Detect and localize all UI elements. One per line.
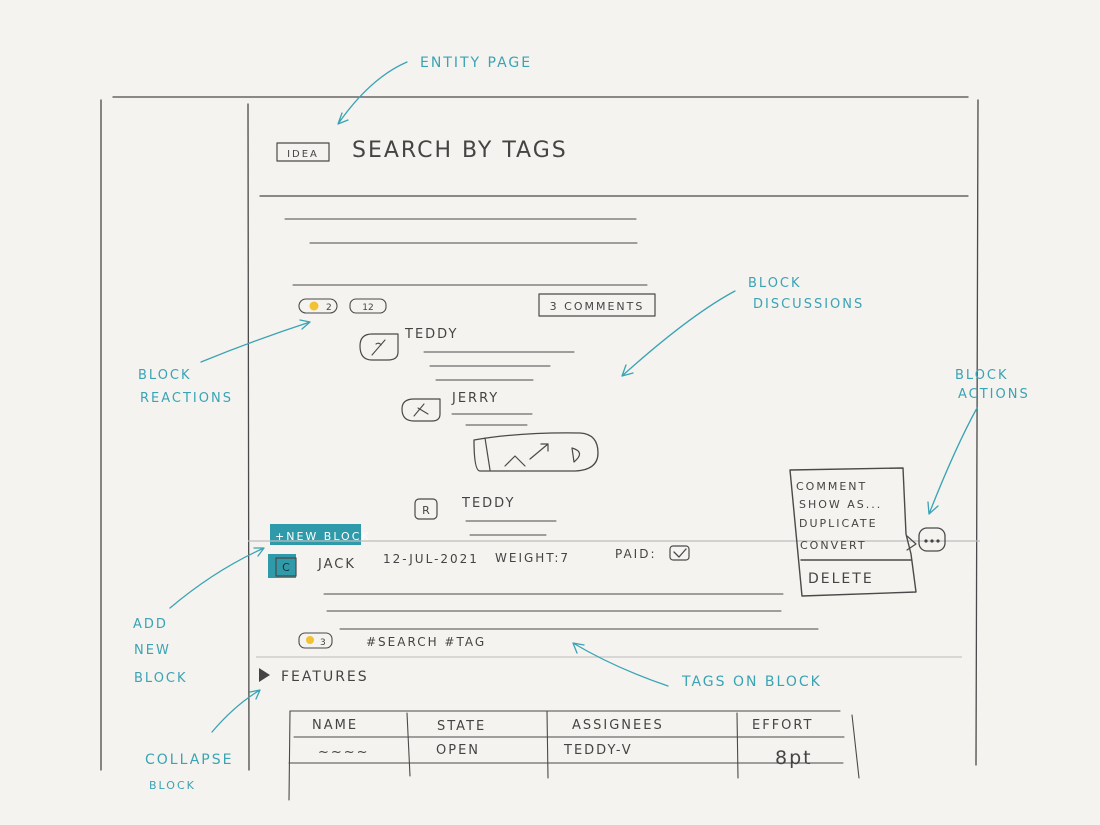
paid-checkbox[interactable]	[669, 545, 690, 561]
block-actions-trigger[interactable]	[918, 527, 946, 552]
block-weight: WEIGHT:7	[495, 551, 570, 565]
arrow-icon	[169, 547, 265, 609]
check-icon	[673, 548, 687, 558]
block-meta: C JACK 12-JUL-2021 WEIGHT:7 PAID:	[268, 545, 819, 630]
menu-item-show-as[interactable]: SHOW AS...	[799, 498, 882, 511]
avatar	[359, 333, 399, 361]
column-header-assignees[interactable]: ASSIGNEES	[572, 718, 664, 733]
column-header-effort[interactable]: EFFORT	[752, 718, 813, 733]
avatar	[401, 398, 441, 422]
menu-item-duplicate[interactable]: DUPLICATE	[799, 517, 878, 530]
user-icon	[413, 403, 429, 417]
annotation-tags-on-block: TAGS ON BLOCK	[681, 674, 822, 690]
cell-assignees: TEDDY-V	[563, 743, 633, 758]
features-block: FEATURES NAME STATE ASSIGNEES EFFORT ~~~…	[259, 668, 860, 801]
features-title: FEATURES	[281, 669, 369, 685]
arrow-icon	[200, 319, 311, 363]
avatar	[414, 498, 438, 520]
more-dots-icon	[924, 539, 928, 543]
comment-author-3: TEDDY	[461, 496, 515, 511]
comments-label: 3 COMMENTS	[550, 300, 645, 313]
table-row[interactable]: ~~~~ OPEN TEDDY-V 8pt	[318, 743, 813, 769]
new-block-button[interactable]: +NEW BLOCK	[270, 524, 371, 545]
comment-2: JERRY	[401, 391, 533, 426]
reaction-chip-thumbs[interactable]: 2	[298, 298, 338, 314]
annotation-block-reactions-1: BLOCK	[138, 368, 192, 383]
thumbs-up-icon	[309, 301, 319, 311]
thumbs-up-icon	[306, 636, 314, 644]
arrow-icon	[572, 642, 669, 687]
annotation-collapse-block-2: BLOCK	[149, 779, 196, 792]
column-header-name[interactable]: NAME	[312, 718, 358, 733]
annotation-add-new-block-1: ADD	[133, 617, 168, 632]
cell-effort: 8pt	[775, 747, 813, 769]
comment-author-1: TEDDY	[404, 327, 458, 342]
comment-image-attachment[interactable]	[473, 432, 599, 472]
comment-author-2: JERRY	[451, 391, 499, 406]
idea-badge: IDEA	[287, 149, 319, 160]
annotation-block-reactions-2: REACTIONS	[140, 391, 233, 406]
menu-item-convert[interactable]: CONVERT	[800, 539, 867, 552]
block-reactions: 2 12 3 COMMENTS	[298, 293, 656, 317]
user-icon	[371, 339, 386, 356]
reaction-count-1: 2	[326, 303, 332, 313]
menu-item-comment[interactable]: COMMENT	[796, 480, 867, 493]
arrow-icon	[337, 61, 408, 125]
reaction-chip-second[interactable]: 12	[349, 298, 387, 314]
block-tags[interactable]: #SEARCH #TAG	[366, 635, 486, 649]
arrow-icon	[621, 290, 736, 377]
block-reaction-count: 3	[320, 638, 326, 648]
features-table: NAME STATE ASSIGNEES EFFORT ~~~~ OPEN TE…	[288, 710, 860, 801]
avatar-initial: R	[422, 504, 430, 517]
menu-item-delete[interactable]: DELETE	[808, 571, 874, 587]
block-date: 12-JUL-2021	[383, 552, 479, 566]
block-paid: PAID:	[615, 547, 657, 561]
comment-1: TEDDY	[359, 327, 575, 381]
annotation-block-actions-2: ACTIONS	[958, 387, 1030, 402]
block-discussion: TEDDY JERRY R TEDDY	[359, 327, 599, 536]
annotation-block-actions-1: BLOCK	[955, 368, 1009, 383]
annotations: ENTITY PAGE BLOCK DISCUSSIONS BLOCK ACTI…	[133, 55, 1030, 792]
comment-3: R TEDDY	[414, 496, 557, 536]
block-reaction-chip[interactable]: 3	[298, 632, 333, 649]
image-icon	[484, 437, 581, 471]
annotation-add-new-block-3: BLOCK	[134, 671, 188, 686]
column-header-state[interactable]: STATE	[437, 719, 486, 734]
idea-badge-box	[276, 142, 330, 162]
block-author: JACK	[317, 557, 356, 572]
cell-state: OPEN	[436, 743, 480, 758]
collapse-triangle-icon[interactable]	[259, 668, 270, 682]
new-block-label: +NEW BLOCK	[275, 530, 371, 543]
block-actions-menu: COMMENT SHOW AS... DUPLICATE CONVERT DEL…	[789, 467, 946, 597]
arrow-icon	[211, 689, 261, 733]
annotation-entity-page: ENTITY PAGE	[420, 55, 532, 71]
reaction-count-2: 12	[362, 303, 373, 313]
page-title: SEARCH BY TAGS	[352, 138, 568, 163]
page-frame	[100, 96, 979, 771]
annotation-collapse-block-1: COLLAPSE	[145, 752, 233, 768]
block-avatar-initial: C	[282, 561, 290, 574]
arrow-icon	[927, 407, 978, 515]
block-tags-row: 3 #SEARCH #TAG	[256, 632, 962, 658]
cell-name: ~~~~	[318, 745, 370, 760]
annotation-block-discussions-1: BLOCK	[748, 276, 802, 291]
annotation-add-new-block-2: NEW	[134, 643, 171, 658]
comments-button[interactable]: 3 COMMENTS	[538, 293, 656, 317]
text-block	[284, 218, 648, 286]
annotation-block-discussions-2: DISCUSSIONS	[753, 297, 864, 312]
page-header: IDEA SEARCH BY TAGS	[259, 138, 969, 197]
